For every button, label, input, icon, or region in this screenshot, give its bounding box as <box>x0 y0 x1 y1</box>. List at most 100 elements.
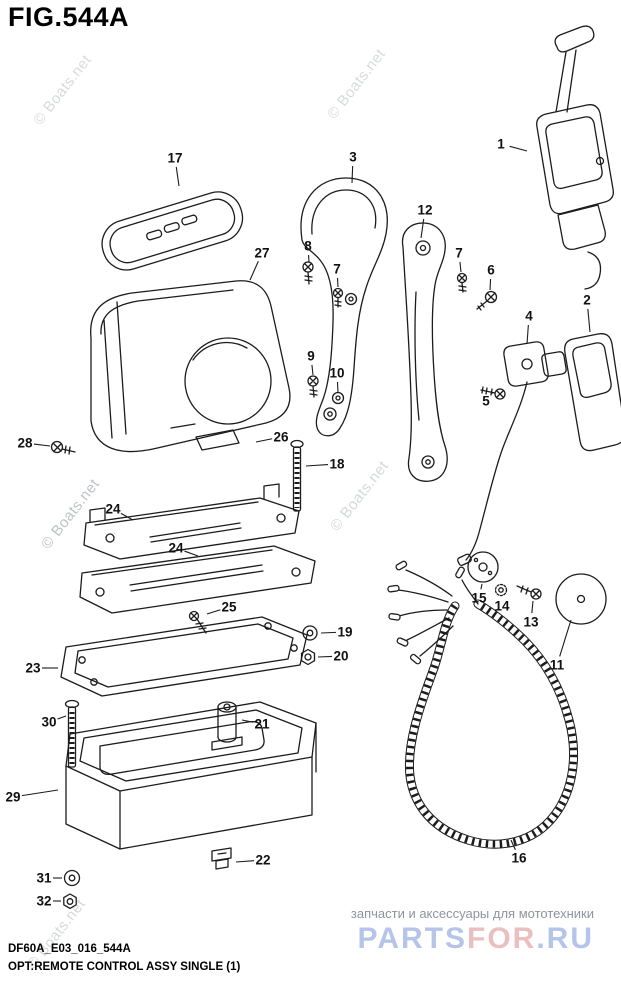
part-6-screw <box>476 290 498 311</box>
part-13-screw <box>516 585 542 600</box>
brand-logo-segment-1: FOR <box>467 922 537 955</box>
leader-line-24 <box>120 512 134 521</box>
part-2-grip <box>564 333 621 452</box>
leader-line-17 <box>175 166 180 187</box>
callout-7: 7 <box>333 261 341 277</box>
leader-line-30 <box>57 715 67 720</box>
part-29-lower-housing <box>65 701 317 850</box>
callout-1: 1 <box>497 136 505 152</box>
part-14-washer <box>494 583 508 597</box>
leader-line-11 <box>559 619 572 657</box>
leader-line-12 <box>420 218 425 239</box>
part-17-top-cover <box>101 191 244 271</box>
callout-28: 28 <box>17 435 33 451</box>
callout-26: 26 <box>273 429 289 445</box>
callout-3: 3 <box>349 149 357 165</box>
callout-15: 15 <box>471 590 487 606</box>
part-3-lever-arm <box>300 177 388 437</box>
callout-27: 27 <box>254 245 270 261</box>
callout-23: 23 <box>25 660 41 676</box>
part-10-washer <box>331 391 345 405</box>
leader-line-4 <box>526 324 529 345</box>
part-28-screw <box>50 440 76 455</box>
leader-line-21 <box>241 719 254 723</box>
part-4-switch <box>457 341 567 566</box>
callout-14: 14 <box>494 598 510 614</box>
callout-9: 9 <box>307 348 315 364</box>
part-32-nut <box>63 893 77 910</box>
leader-line-9 <box>311 364 314 376</box>
part-11-cap-disc <box>555 573 607 625</box>
figure-meta: DF60A_E03_016_544A OPT:REMOTE CONTROL AS… <box>8 941 240 977</box>
leader-line-5 <box>491 391 494 395</box>
leader-line-7 <box>336 277 339 288</box>
leader-line-20 <box>317 655 333 658</box>
brand-tagline: запчасти и аксессуары для мототехники <box>350 906 594 921</box>
leader-line-2 <box>587 308 591 333</box>
callout-20: 20 <box>333 648 349 664</box>
leader-line-6 <box>489 278 492 291</box>
callout-24: 24 <box>168 540 184 556</box>
branding-block: запчасти и аксессуары для мототехники PA… <box>351 906 594 954</box>
part-8-screw <box>302 261 314 285</box>
callout-17: 17 <box>167 150 183 166</box>
callout-7: 7 <box>455 245 463 261</box>
callout-18: 18 <box>329 456 345 472</box>
figure-description: OPT:REMOTE CONTROL ASSY SINGLE (1) <box>8 960 241 973</box>
part-22-clamp <box>211 847 232 870</box>
part-31-washer <box>63 869 81 887</box>
part-1-remote-control-assembly <box>536 25 614 290</box>
callout-32: 32 <box>36 893 52 909</box>
callout-10: 10 <box>329 365 345 381</box>
leader-line-18 <box>305 464 329 467</box>
figure-code: DF60A_E03_016_544A <box>8 943 131 955</box>
brand-logo-segment-0: PARTS <box>357 922 467 955</box>
leader-line-22 <box>235 860 255 863</box>
callout-8: 8 <box>304 238 312 254</box>
callout-11: 11 <box>549 657 565 673</box>
callout-25: 25 <box>221 599 237 615</box>
part-21-post <box>211 701 243 751</box>
part-7-screw-b <box>456 272 468 293</box>
callout-4: 4 <box>525 308 533 324</box>
callout-16: 16 <box>511 850 527 866</box>
callout-21: 21 <box>254 716 270 732</box>
callout-24: 24 <box>105 501 121 517</box>
callout-13: 13 <box>523 614 539 630</box>
callout-5: 5 <box>482 393 490 409</box>
callout-31: 31 <box>36 870 52 886</box>
leader-line-3 <box>351 165 354 184</box>
leader-line-19 <box>320 631 337 634</box>
brand-logo-segment-2: .RU <box>536 922 594 955</box>
leader-line-28 <box>33 443 51 447</box>
leader-line-25 <box>206 609 221 615</box>
part-24-upper-bracket <box>83 483 300 560</box>
figure-title: FIG.544A <box>8 2 130 32</box>
leader-line-27 <box>249 261 259 281</box>
callout-30: 30 <box>41 714 57 730</box>
brand-logo: PARTSFOR.RU <box>351 924 594 954</box>
part-12-bracket <box>401 222 448 482</box>
leader-line-24 <box>184 550 199 557</box>
callout-12: 12 <box>417 202 433 218</box>
leader-line-7 <box>459 261 462 273</box>
callout-2: 2 <box>583 292 591 308</box>
part-16-wiring-harness <box>387 560 579 849</box>
part-9-screw <box>307 375 319 398</box>
leader-line-1 <box>509 145 528 152</box>
leader-line-16 <box>510 839 516 850</box>
part-23-gasket <box>60 616 308 697</box>
callout-29: 29 <box>5 789 21 805</box>
leader-line-29 <box>21 789 59 797</box>
leader-line-26 <box>255 438 273 443</box>
leader-line-15 <box>480 583 483 590</box>
callout-19: 19 <box>337 624 353 640</box>
part-7-screw-a <box>332 287 344 308</box>
leader-line-13 <box>531 600 534 614</box>
callout-6: 6 <box>487 262 495 278</box>
leader-line-10 <box>336 381 339 393</box>
callout-22: 22 <box>255 852 271 868</box>
